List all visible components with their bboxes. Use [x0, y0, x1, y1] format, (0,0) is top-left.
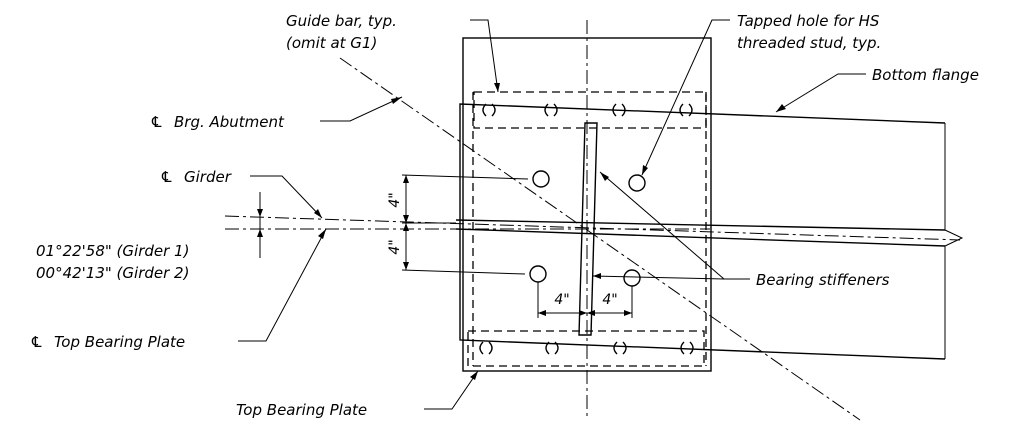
symbol-centerline: ℄ [150, 113, 163, 131]
label-angle-girder1: 01°22'58" (Girder 1) [36, 242, 189, 260]
symbol-centerline: ℄ [160, 168, 173, 186]
girder-web-top [455, 219, 946, 231]
dim-vertical-lower: 4" [387, 239, 403, 254]
break-symbol [944, 229, 964, 247]
label-cl-top-bearing-plate: Top Bearing Plate [54, 333, 185, 351]
dim-vertical-upper: 4" [387, 192, 403, 207]
arrow [403, 175, 409, 183]
girder-web-bottom [455, 228, 946, 247]
bearing-stiffener [578, 122, 598, 336]
leader-bottom-flange [775, 73, 866, 113]
label-bottom-flange: Bottom flange [872, 66, 979, 84]
label-tapped-hole-2: threaded stud, typ. [737, 34, 881, 52]
arrow [470, 371, 478, 380]
arrow [403, 262, 409, 270]
label-guide-bar-note: (omit at G1) [286, 34, 377, 52]
leader-bearing-stiffeners-2 [592, 275, 725, 280]
stud-hole [628, 174, 646, 192]
arrow [642, 165, 648, 175]
arrow [318, 229, 326, 239]
label-guide-bar: Guide bar, typ. [286, 12, 397, 30]
arrow [587, 310, 595, 316]
leader-guide-bar [470, 19, 499, 93]
stud-hole [529, 265, 547, 283]
leader-cl-top-bearing-plate [238, 228, 327, 342]
arrow [538, 310, 546, 316]
label-cl-girder: Girder [184, 168, 232, 186]
guide-bar-studs-top [482, 103, 693, 117]
arrow [257, 209, 263, 217]
girder-centerline [224, 215, 961, 241]
stud-hole [532, 170, 550, 188]
leader-tapped-hole [641, 19, 730, 176]
label-tapped-hole: Tapped hole for HS [737, 12, 880, 30]
arrow [314, 209, 322, 218]
leader-cl-girder [250, 175, 323, 219]
arrow [600, 172, 609, 181]
arrow [257, 229, 263, 237]
arrow [579, 310, 587, 316]
bearing-abutment-centerline [339, 57, 861, 421]
arrow [624, 310, 632, 316]
label-bearing-stiffeners: Bearing stiffeners [756, 271, 890, 289]
symbol-centerline: ℄ [30, 333, 43, 351]
label-top-bearing-plate: Top Bearing Plate [236, 401, 367, 419]
dim-horizontal-left: 4" [554, 292, 569, 308]
dim-ext-top [401, 174, 529, 180]
stud-hole [623, 269, 641, 287]
leader-cl-brg-abutment [320, 96, 403, 122]
arrow [403, 215, 409, 223]
arrow [391, 97, 402, 104]
arrow [776, 104, 786, 112]
label-cl-brg-abutment: Brg. Abutment [174, 113, 285, 131]
guide-bar-studs-bottom [479, 341, 694, 355]
guide-bar-bottom [467, 330, 705, 367]
arrow [494, 83, 500, 92]
dim-horizontal-right: 4" [602, 292, 617, 308]
label-angle-girder2: 00°42'13" (Girder 2) [36, 264, 189, 282]
arrow [403, 223, 409, 231]
bottom-flange-outline [459, 103, 946, 360]
leader-top-bearing-plate [424, 370, 479, 410]
arrow [593, 273, 601, 279]
dim-ext-bot [401, 269, 526, 275]
